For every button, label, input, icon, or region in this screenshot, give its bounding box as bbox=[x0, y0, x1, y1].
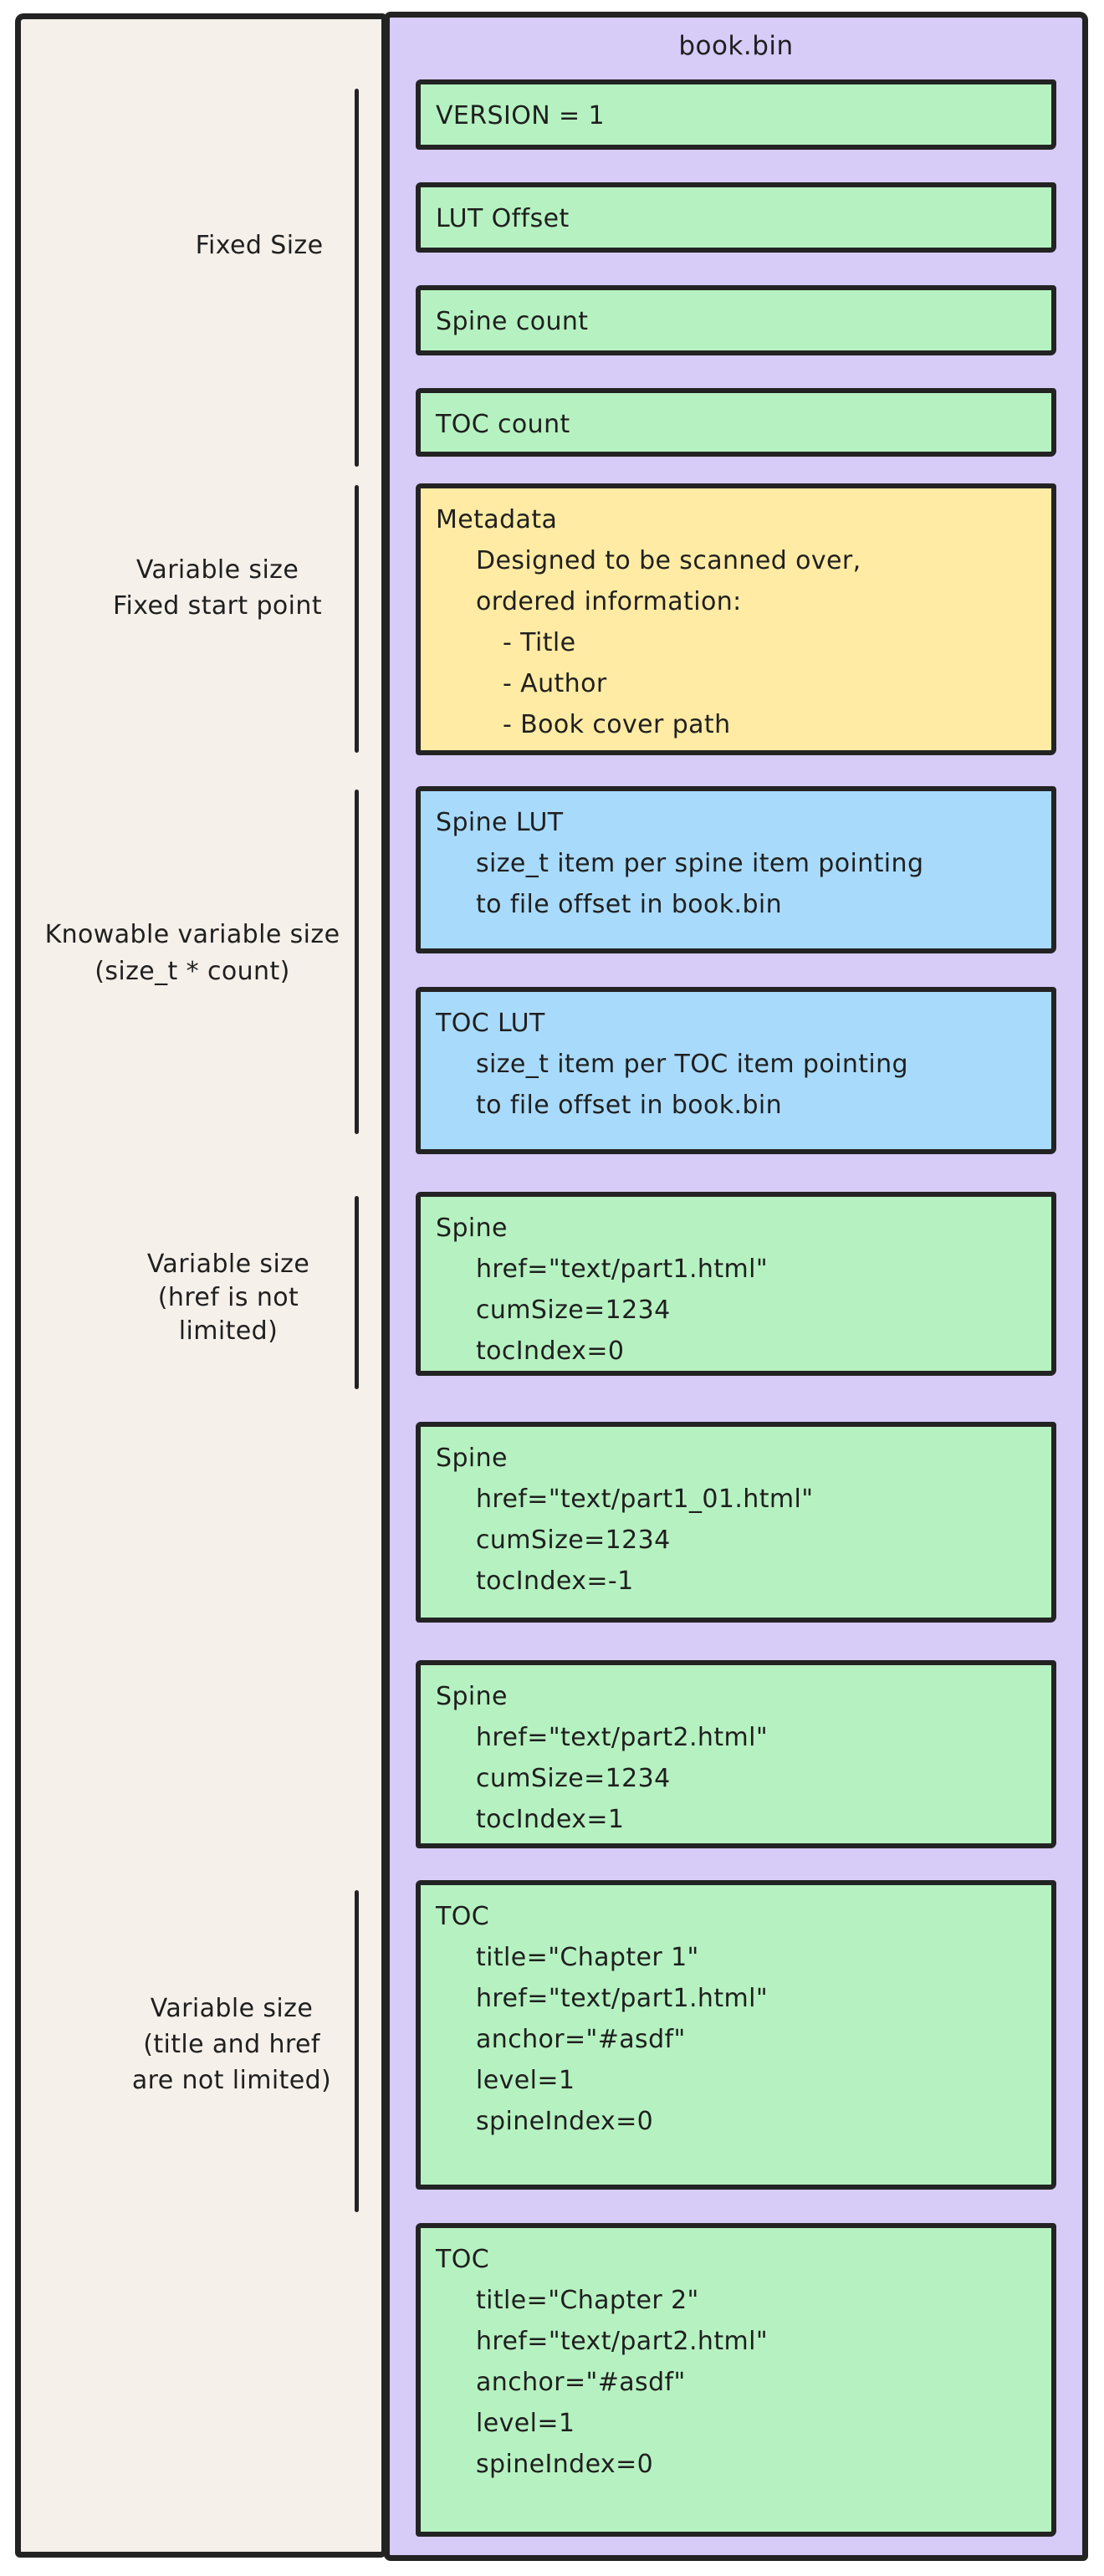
record-line-toc_1-3: anchor="#asdf" bbox=[476, 2025, 686, 2054]
size-label-variable_title_href: Variable size (title and href are not limi… bbox=[132, 1991, 331, 2098]
file-title: book.bin bbox=[678, 31, 794, 61]
size-label-line: Variable size bbox=[146, 1250, 310, 1279]
record-line-metadata-1: Designed to be scanned over, bbox=[476, 546, 861, 575]
record-line-spine_2-3: tocIndex=-1 bbox=[476, 1567, 634, 1596]
record-line-spine_3-2: cumSize=1234 bbox=[476, 1764, 671, 1793]
record-line-spine_2-1: href="text/part1_01.html" bbox=[476, 1485, 814, 1514]
record-box-spine_1: Spine href="text/part1.html" cumSize=1234 t… bbox=[416, 1192, 1056, 1376]
record-line-spine_2-2: cumSize=1234 bbox=[476, 1526, 671, 1555]
record-line-toc_1-4: level=1 bbox=[476, 2066, 575, 2095]
record-line-spine_2-0: Spine bbox=[436, 1444, 508, 1473]
size-label-line: limited) bbox=[178, 1316, 279, 1346]
size-label-line: Fixed start point bbox=[113, 591, 322, 621]
record-line-spine_1-3: tocIndex=0 bbox=[476, 1337, 625, 1366]
record-line-toc_2-1: title="Chapter 2" bbox=[476, 2286, 699, 2315]
record-box-lut_offset: LUT Offset bbox=[416, 182, 1056, 253]
record-box-spine_3: Spine href="text/part2.html" cumSize=1234 t… bbox=[416, 1660, 1056, 1848]
record-line-metadata-3: - Title bbox=[503, 628, 576, 657]
size-label-line: are not limited) bbox=[131, 2066, 332, 2095]
record-line-metadata-4: - Author bbox=[503, 669, 607, 698]
record-box-version: VERSION = 1 bbox=[416, 79, 1056, 150]
record-line-spine_lut-0: Spine LUT bbox=[436, 808, 564, 837]
size-label-fixed_size: Fixed Size bbox=[196, 227, 324, 264]
record-box-toc_count: TOC count bbox=[416, 388, 1056, 457]
record-line-metadata-5: - Book cover path bbox=[503, 710, 731, 739]
record-line-spine_1-2: cumSize=1234 bbox=[476, 1296, 671, 1325]
record-line-toc_2-2: href="text/part2.html" bbox=[476, 2327, 769, 2356]
record-line-toc_lut-2: to file offset in book.bin bbox=[476, 1091, 783, 1120]
record-line-toc_1-0: TOC bbox=[436, 1902, 490, 1931]
record-line-spine_lut-2: to file offset in book.bin bbox=[476, 890, 783, 919]
size-label-line: Variable size bbox=[150, 1994, 314, 2023]
record-line-toc_2-0: TOC bbox=[436, 2245, 490, 2274]
record-line-toc_1-1: title="Chapter 1" bbox=[476, 1943, 699, 1972]
record-line-toc_1-2: href="text/part1.html" bbox=[476, 1984, 769, 2013]
record-line-toc_1-5: spineIndex=0 bbox=[476, 2107, 654, 2136]
record-line-metadata-0: Metadata bbox=[436, 505, 558, 534]
record-box-spine_count: Spine count bbox=[416, 285, 1056, 355]
record-line-spine_1-0: Spine bbox=[436, 1214, 508, 1243]
record-box-toc_2: TOC title="Chapter 2" href="text/part2.htm… bbox=[416, 2223, 1056, 2537]
size-label-line: Knowable variable size bbox=[44, 920, 340, 949]
record-line-lut_offset-0: LUT Offset bbox=[436, 204, 570, 233]
record-line-metadata-2: ordered information: bbox=[476, 587, 742, 616]
record-line-toc_count-0: TOC count bbox=[436, 410, 570, 439]
record-box-toc_1: TOC title="Chapter 1" href="text/part1.htm… bbox=[416, 1880, 1056, 2190]
record-line-toc_2-4: level=1 bbox=[476, 2409, 575, 2438]
record-line-spine_count-0: Spine count bbox=[436, 307, 589, 336]
size-bracket-3 bbox=[355, 790, 359, 1134]
record-line-spine_3-0: Spine bbox=[436, 1682, 508, 1711]
size-annotations-panel bbox=[15, 13, 387, 2558]
record-box-spine_lut: Spine LUT size_t item per spine item poin… bbox=[416, 786, 1056, 953]
record-line-spine_3-3: tocIndex=1 bbox=[476, 1805, 625, 1834]
size-bracket-5 bbox=[355, 1890, 359, 2212]
size-bracket-2 bbox=[355, 485, 359, 753]
record-line-spine_lut-1: size_t item per spine item pointing bbox=[476, 849, 924, 878]
record-line-toc_2-5: spineIndex=0 bbox=[476, 2450, 654, 2479]
record-line-version-0: VERSION = 1 bbox=[436, 101, 605, 130]
record-line-toc_lut-0: TOC LUT bbox=[436, 1009, 545, 1038]
size-label-line: (size_t * count) bbox=[95, 957, 290, 986]
size-bracket-1 bbox=[355, 89, 359, 467]
record-box-toc_lut: TOC LUT size_t item per TOC item pointing… bbox=[416, 987, 1056, 1154]
record-box-spine_2: Spine href="text/part1_01.html" cumSize=12… bbox=[416, 1422, 1056, 1623]
record-line-toc_lut-1: size_t item per TOC item pointing bbox=[476, 1050, 908, 1079]
record-line-spine_3-1: href="text/part2.html" bbox=[476, 1723, 769, 1752]
size-label-line: (title and href bbox=[143, 2030, 320, 2059]
size-label-variable_href: Variable size (href is not limited) bbox=[147, 1248, 309, 1348]
record-line-toc_2-3: anchor="#asdf" bbox=[476, 2368, 686, 2397]
size-label-line: Fixed Size bbox=[195, 231, 324, 260]
record-line-spine_1-1: href="text/part1.html" bbox=[476, 1255, 769, 1284]
size-bracket-4 bbox=[355, 1196, 359, 1389]
size-label-line: Variable size bbox=[135, 555, 299, 585]
size-label-knowable_variable: Knowable variable size (size_t * count) bbox=[45, 917, 340, 990]
size-label-line: (href is not bbox=[157, 1283, 299, 1312]
